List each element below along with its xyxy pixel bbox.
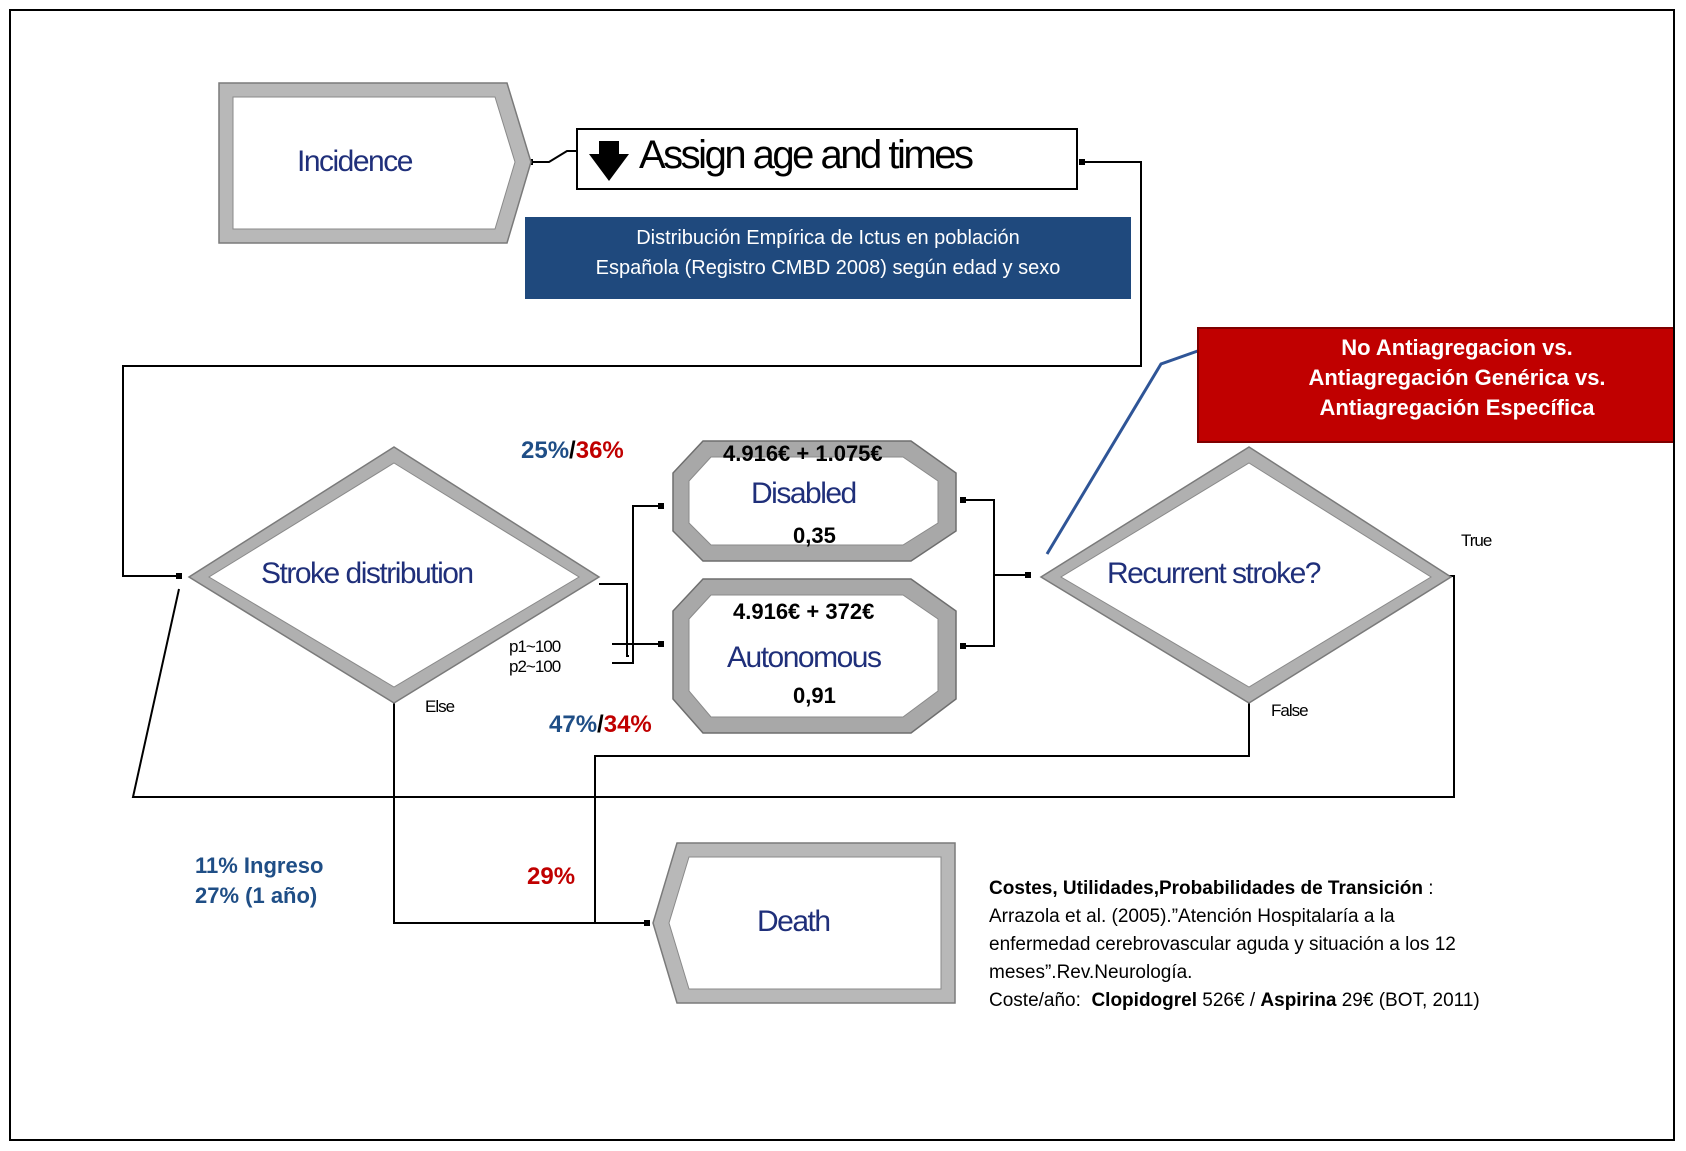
death-label: Death <box>757 905 831 938</box>
reference-cost-line: Coste/año: Clopidogrel 526€ / Aspirina 2… <box>989 987 1669 1015</box>
distribution-callout: Distribución Empírica de Ictus en poblac… <box>525 217 1131 299</box>
branch-label-true: True <box>1461 531 1492 550</box>
comparison-callout-line3: Antiagregación Específica <box>1319 395 1595 420</box>
autonomous-pct-sep: / <box>597 711 604 738</box>
comparison-callout: No Antiagregacion vs. Antiagregación Gen… <box>1197 327 1673 443</box>
branch-label-p1: p1~100 <box>509 637 561 656</box>
reference-line1: Arrazola et al. (2005).”Atención Hospita… <box>989 906 1395 927</box>
incidence-node <box>218 82 532 244</box>
drug1-cost: 526€ / <box>1197 990 1261 1011</box>
incidence-label: Incidence <box>297 145 413 178</box>
autonomous-node <box>672 578 957 734</box>
connector-else-death <box>393 699 595 924</box>
comparison-callout-line2: Antiagregación Genérica vs. <box>1308 365 1606 390</box>
reference-line3: meses”.Rev.Neurología. <box>989 962 1193 983</box>
recurrent-stroke-node <box>1039 446 1453 704</box>
recurrent-stroke-label: Recurrent stroke? <box>1107 557 1321 590</box>
callout-pointer-line <box>1045 345 1210 555</box>
autonomous-percentages: 47%/34% <box>549 711 652 739</box>
recurrence-death-pct: 29% <box>527 863 576 890</box>
autonomous-pct-red: 34% <box>603 711 652 738</box>
death-pct-line1: 11% Ingreso <box>195 853 324 878</box>
connector-split-lower <box>612 654 634 664</box>
reference-line2: enfermedad cerebrovascular aguda y situa… <box>989 934 1456 955</box>
branch-label-false: False <box>1271 701 1309 720</box>
branch-label-else: Else <box>425 697 455 716</box>
flow-diagram <box>122 82 1455 1004</box>
reference-heading-bold: Costes, Utilidades,Probabilidades de Tra… <box>989 878 1423 899</box>
autonomous-pct-blue: 47% <box>549 711 598 738</box>
cost-prefix: Coste/año: <box>989 990 1092 1011</box>
branch-label-p2: p2~100 <box>509 657 561 676</box>
disabled-percentages: 25%/36% <box>521 437 624 465</box>
connector-incidence-assign <box>531 150 583 163</box>
distribution-callout-line1: Distribución Empírica de Ictus en poblac… <box>636 227 1020 249</box>
down-arrow-icon <box>589 141 629 181</box>
disabled-pct-blue: 25% <box>521 437 570 464</box>
assign-node <box>576 128 1078 190</box>
disabled-pct-sep: / <box>569 437 576 464</box>
diagram-frame: Incidence Assign age and times Stroke di… <box>9 9 1675 1141</box>
drug1-name: Clopidogrel <box>1091 990 1198 1011</box>
death-pct-line2: 27% (1 año) <box>195 883 318 908</box>
disabled-cost: 4.916€ + 1.075€ <box>723 441 883 466</box>
reference-heading: Costes, Utilidades,Probabilidades de Tra… <box>989 875 1669 903</box>
connector-split-disabled <box>632 505 661 654</box>
connector-assign-stroke <box>122 161 1142 577</box>
death-node <box>652 842 956 1004</box>
connector-stroke-split <box>599 583 629 657</box>
autonomous-utility: 0,91 <box>793 683 836 708</box>
drug2-cost: 29€ (BOT, 2011) <box>1336 990 1480 1011</box>
disabled-label: Disabled <box>751 477 857 510</box>
drug2-name: Aspirina <box>1260 990 1337 1011</box>
stroke-distribution-node <box>187 446 601 704</box>
disabled-node <box>672 440 957 562</box>
disabled-utility: 0,35 <box>793 523 836 548</box>
autonomous-label: Autonomous <box>727 641 882 674</box>
connector-false-death <box>594 699 1250 924</box>
stroke-distribution-label: Stroke distribution <box>261 557 474 590</box>
connector-disabled-recurrent <box>963 499 995 647</box>
reference-block: Costes, Utilidades,Probabilidades de Tra… <box>989 875 1669 1015</box>
comparison-callout-line1: No Antiagregacion vs. <box>1341 335 1573 360</box>
disabled-pct-red: 36% <box>575 437 624 464</box>
reference-heading-suffix: : <box>1422 878 1434 899</box>
distribution-callout-line2: Española (Registro CMBD 2008) según edad… <box>595 257 1061 279</box>
autonomous-cost: 4.916€ + 372€ <box>733 599 875 624</box>
assign-label: Assign age and times <box>639 133 974 177</box>
